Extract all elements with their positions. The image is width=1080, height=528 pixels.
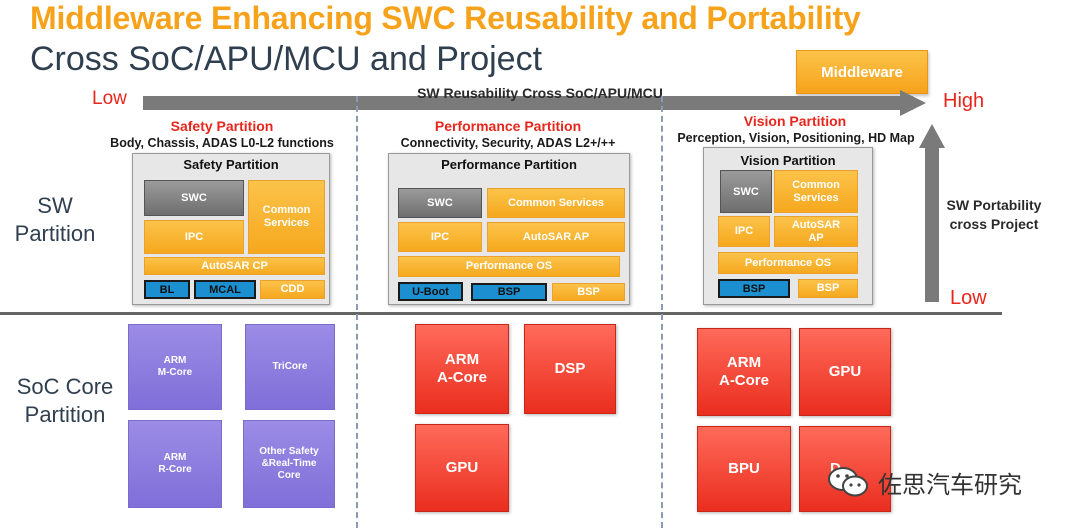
performance-core-dsp: DSP <box>524 324 616 414</box>
vision-panel-title: Vision Partition <box>740 153 836 168</box>
vision-autosar-line1: AutoSAR <box>791 218 841 231</box>
sw-partition-line2: Partition <box>14 221 96 246</box>
safety-core-tricore: TriCore <box>245 324 335 410</box>
portability-label-line1: SW Portability <box>946 197 1042 213</box>
performance-core-arm-a: ARM A-Core <box>415 324 509 414</box>
performance-os: Performance OS <box>398 256 620 277</box>
safety-cdd: CDD <box>260 280 325 299</box>
performance-panel-title: Performance Partition <box>441 157 577 172</box>
vision-autosar-ap: AutoSAR AP <box>774 216 858 247</box>
row-divider <box>0 312 1002 315</box>
safety-swc: SWC <box>144 180 244 216</box>
performance-functions: Connectivity, Security, ADAS L2+/++ <box>400 136 616 150</box>
performance-autosar-ap: AutoSAR AP <box>487 222 625 252</box>
performance-header: Performance Partition <box>434 118 582 134</box>
safety-header: Safety Partition <box>170 118 274 134</box>
wechat-icon <box>828 467 868 497</box>
safety-ipc: IPC <box>144 220 244 254</box>
column-divider-1 <box>356 96 358 528</box>
sw-partition-label: SW Partition <box>10 192 100 248</box>
core-line: A-Core <box>718 372 769 389</box>
soc-partition-label: SoC Core Partition <box>2 373 128 429</box>
performance-ipc: IPC <box>398 222 482 252</box>
safety-panel-title: Safety Partition <box>183 157 279 172</box>
core-line: ARM <box>163 355 187 366</box>
safety-common-services: Common Services <box>248 180 325 254</box>
page-subtitle: Cross SoC/APU/MCU and Project <box>30 40 543 78</box>
safety-bl: BL <box>144 280 190 299</box>
safety-core-other: Other Safety &Real-Time Core <box>243 420 335 508</box>
reusability-arrow-head <box>900 90 926 116</box>
safety-mcal: MCAL <box>194 280 256 299</box>
sw-partition-line1: SW <box>37 193 73 218</box>
performance-core-gpu: GPU <box>415 424 509 512</box>
vision-bsp-blue: BSP <box>718 279 790 298</box>
watermark-text: 佐思汽车研究 <box>878 470 1022 499</box>
middleware-legend: Middleware <box>796 50 928 94</box>
core-line: R-Core <box>158 464 192 475</box>
vision-bsp-orange: BSP <box>798 279 858 298</box>
vision-swc: SWC <box>720 170 772 213</box>
reusability-arrow-shaft <box>143 96 913 110</box>
vision-ipc: IPC <box>718 216 770 247</box>
vision-header: Vision Partition <box>743 113 847 129</box>
column-divider-2 <box>661 96 663 528</box>
portability-label-line2: cross Project <box>949 216 1039 232</box>
core-line: Other Safety <box>259 446 319 457</box>
vision-common-line2: Services <box>793 191 839 204</box>
safety-common-line1: Common <box>262 204 311 216</box>
safety-core-arm-m: ARM M-Core <box>128 324 222 410</box>
soc-partition-line1: SoC Core <box>16 374 114 399</box>
performance-swc: SWC <box>398 188 482 218</box>
core-line: ARM <box>444 351 480 368</box>
reusability-low-label: Low <box>92 88 127 109</box>
reusability-high-label: High <box>943 90 985 112</box>
safety-autosar-cp: AutoSAR CP <box>144 257 325 275</box>
core-line: &Real-Time <box>261 458 317 469</box>
core-line: Core <box>277 470 301 481</box>
page-title: Middleware Enhancing SWC Reusability and… <box>30 0 861 36</box>
vision-os: Performance OS <box>718 252 858 274</box>
performance-bsp-blue: BSP <box>471 283 547 301</box>
reusability-label: SW Reusability Cross SoC/APU/MCU <box>417 85 663 101</box>
vision-core-gpu: GPU <box>799 328 891 416</box>
vision-functions: Perception, Vision, Positioning, HD Map <box>677 131 915 145</box>
core-line: ARM <box>163 452 187 463</box>
portability-low-label: Low <box>950 287 987 309</box>
core-line: M-Core <box>157 367 193 378</box>
safety-functions: Body, Chassis, ADAS L0-L2 functions <box>110 136 334 150</box>
portability-arrow-shaft <box>925 142 939 302</box>
watermark: 佐思汽车研究 <box>826 462 1056 502</box>
performance-common-services: Common Services <box>487 188 625 218</box>
safety-common-line2: Services <box>263 217 310 229</box>
safety-core-arm-r: ARM R-Core <box>128 420 222 508</box>
performance-bsp-orange: BSP <box>552 283 625 301</box>
vision-core-bpu: BPU <box>697 426 791 512</box>
core-line: ARM <box>726 354 762 371</box>
soc-partition-line2: Partition <box>24 402 106 427</box>
vision-core-arm-a: ARM A-Core <box>697 328 791 416</box>
vision-common-services: Common Services <box>774 170 858 213</box>
core-line: A-Core <box>436 369 487 386</box>
vision-common-line1: Common <box>792 178 840 191</box>
portability-label: SW Portability cross Project <box>934 196 1054 234</box>
performance-uboot: U-Boot <box>398 282 463 301</box>
vision-autosar-line2: AP <box>808 231 824 244</box>
